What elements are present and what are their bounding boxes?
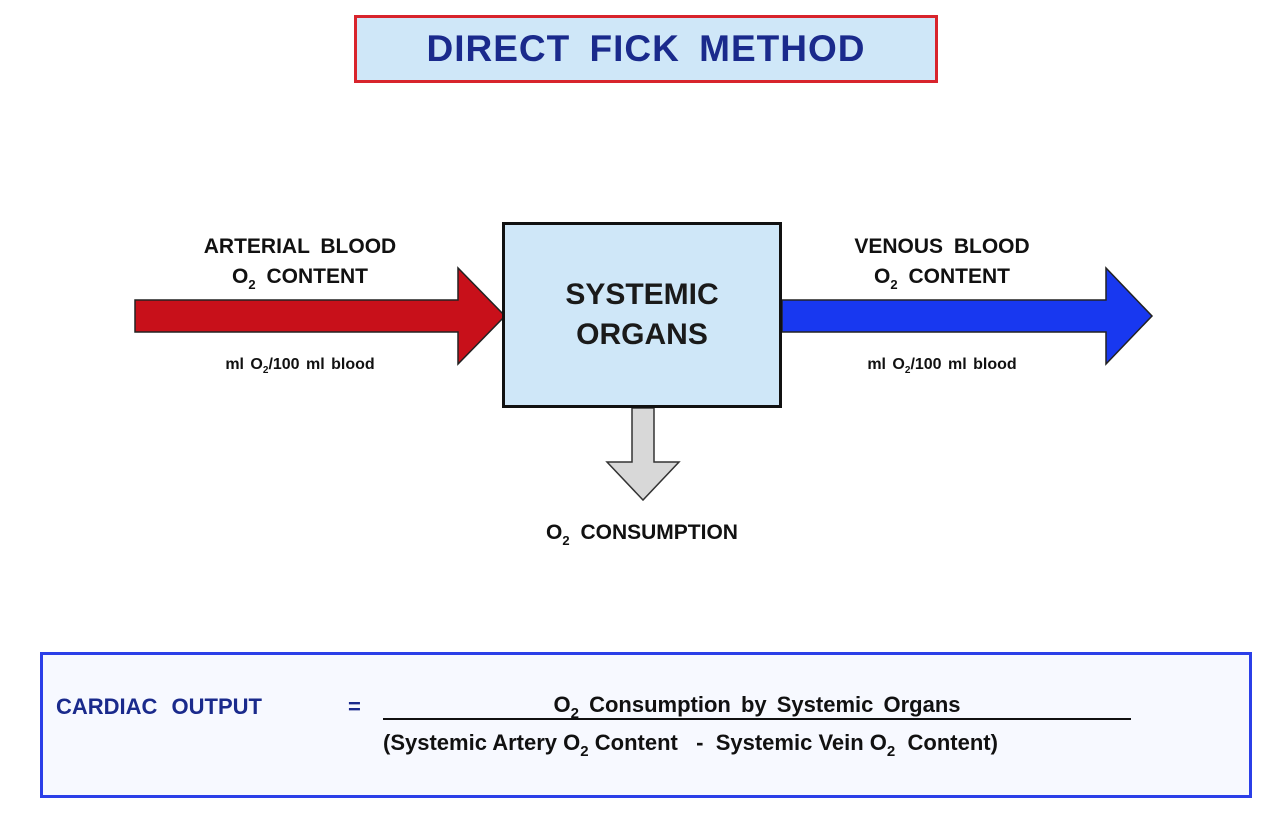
equals-sign: = (348, 694, 361, 719)
fraction-bar (383, 718, 1131, 720)
consumption-arrow (605, 407, 681, 502)
formula-denominator: (Systemic Artery O2 Content - Systemic V… (383, 730, 998, 760)
arterial-label: ARTERIAL BLOOD O2 CONTENT (150, 232, 450, 300)
organs-line2: ORGANS (576, 318, 708, 351)
consumption-label: O2 CONSUMPTION (546, 521, 738, 548)
organs-line1: SYSTEMIC (565, 278, 719, 311)
arterial-label-line1: ARTERIAL BLOOD (203, 235, 397, 258)
venous-unit: ml O2/100 ml blood (867, 356, 1017, 376)
venous-blood-arrow (781, 266, 1154, 366)
cardiac-output-label: CARDIAC OUTPUT (56, 694, 262, 719)
venous-label-line2: O2 CONTENT (874, 265, 1010, 292)
arterial-unit: ml O2/100 ml blood (225, 356, 375, 376)
arterial-label-line2: O2 CONTENT (232, 265, 368, 292)
systemic-organs-box: SYSTEMIC ORGANS (502, 222, 782, 408)
formula-numerator: O2 Consumption by Systemic Organs (553, 692, 961, 722)
arterial-blood-arrow (134, 266, 507, 366)
formula-box (40, 652, 1252, 798)
diagram-title: DIRECT FICK METHOD (426, 28, 866, 69)
venous-label: VENOUS BLOOD O2 CONTENT (792, 232, 1092, 300)
venous-label-line1: VENOUS BLOOD (854, 235, 1030, 258)
title-box: DIRECT FICK METHOD (354, 15, 938, 83)
